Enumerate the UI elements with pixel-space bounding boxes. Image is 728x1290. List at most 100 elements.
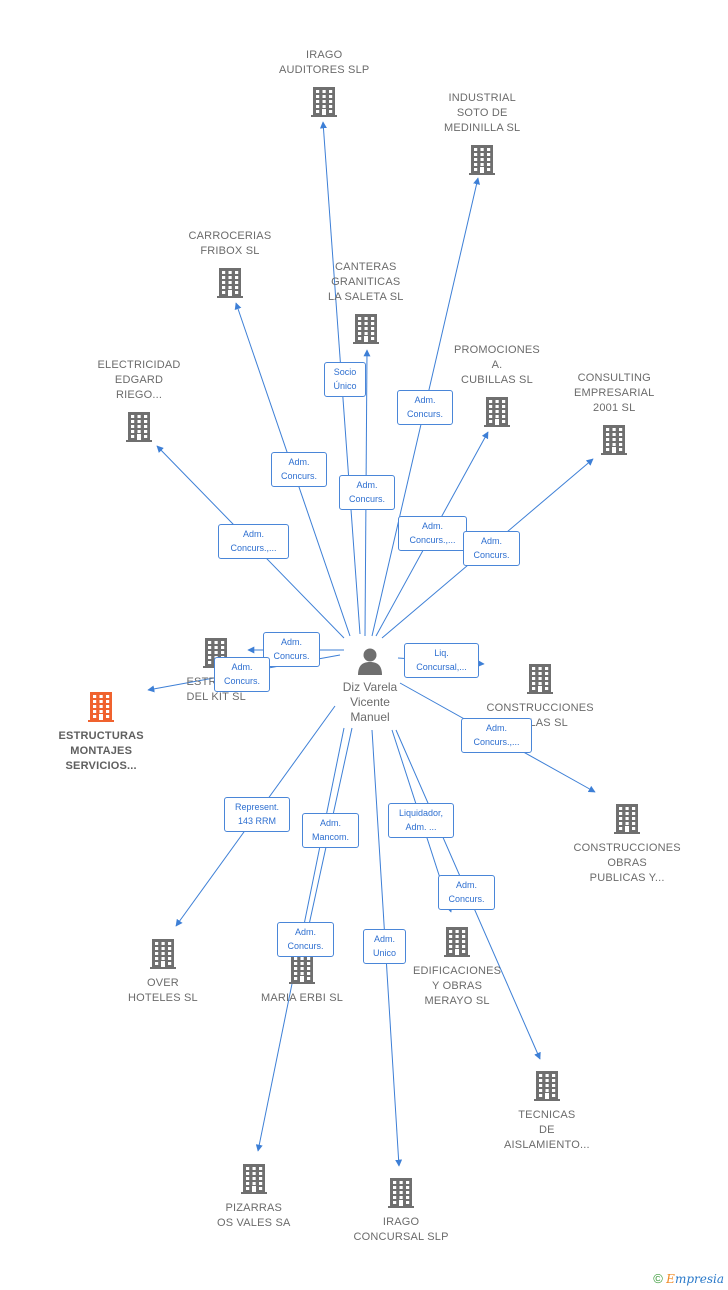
relation-text: Adm.: [242, 529, 264, 539]
company-name-line: EDGARD: [114, 374, 164, 386]
relation-label-maria-erbi[interactable]: Adm.Mancom.: [302, 813, 359, 848]
relation-label-over-hoteles[interactable]: Represent.143 RRM: [224, 797, 290, 832]
empresia-logo[interactable]: Empresia: [666, 1272, 724, 1286]
building-icon: [149, 939, 176, 969]
relation-text: Adm.: [288, 457, 310, 467]
company-node-promociones[interactable]: PROMOCIONES A. CUBILLAS SL: [454, 343, 540, 432]
building-icon-wrap: [59, 688, 144, 727]
relation-text: Adm.: [480, 536, 502, 546]
relation-label-promociones[interactable]: Adm.Concurs.,...: [398, 516, 467, 551]
company-name-line: CONCURSAL SLP: [353, 1231, 449, 1243]
company-name: OVER HOTELES SL: [128, 976, 198, 1006]
company-name-line: DEL KIT SL: [186, 691, 246, 703]
building-icon-wrap: [574, 421, 654, 460]
company-name: PROMOCIONES A. CUBILLAS SL: [454, 343, 540, 388]
company-name-line: DE: [539, 1124, 555, 1136]
company-name-line: CONSULTING: [577, 372, 651, 384]
building-icon: [88, 692, 115, 722]
relation-label-estructuras[interactable]: Adm. Concurs.: [214, 657, 270, 692]
relation-label-electricidad[interactable]: Adm.Concurs.,...: [218, 524, 289, 559]
relation-text: Represent.: [234, 802, 280, 812]
relation-label-irago-concursal[interactable]: Adm.Unico: [363, 929, 406, 964]
relation-text: Concurs.: [473, 550, 510, 560]
company-name-line: LA SALETA SL: [328, 291, 404, 303]
company-name-line: MONTAJES: [70, 745, 133, 757]
relation-text: Adm.: [231, 662, 253, 672]
relation-text: Concurs.: [223, 676, 260, 686]
relation-label-edificaciones[interactable]: Liquidador,Adm. ...: [388, 803, 454, 838]
company-name-line: CUBILLAS SL: [461, 374, 533, 386]
company-name-line: A.: [491, 359, 503, 371]
building-icon: [289, 954, 316, 984]
company-name-line: SERVICIOS...: [65, 760, 137, 772]
building-icon-wrap: [98, 408, 181, 447]
relation-label-irago-auditores[interactable]: Adm. Concurs.: [339, 475, 395, 510]
person-name: Diz Varela Vicente Manuel: [330, 680, 410, 725]
relation-text: Adm.: [356, 480, 378, 490]
building-icon-wrap: [574, 800, 681, 839]
building-icon: [483, 397, 510, 427]
company-name-line: PROMOCIONES: [454, 344, 540, 356]
relation-text: Concurs.: [280, 471, 317, 481]
building-icon: [444, 927, 471, 957]
relation-label-const-cubillas[interactable]: Liq.Concursal,...: [404, 643, 479, 678]
center-person-node[interactable]: Diz Varela Vicente Manuel: [330, 646, 410, 725]
relation-label-carrocerias[interactable]: Adm. Concurs.: [271, 452, 327, 487]
relation-text: Concurs.: [348, 494, 385, 504]
relation-text: Adm. ...: [405, 822, 437, 832]
relation-text: Adm.: [455, 880, 477, 890]
company-node-maria-erbi[interactable]: MARIA ERBI SL: [261, 950, 343, 1006]
relation-text: Único: [333, 381, 357, 391]
company-name-line: MEDINILLA SL: [444, 122, 521, 134]
building-icon-wrap: [328, 310, 404, 349]
person-name-line: Diz Varela: [342, 680, 398, 694]
building-icon-wrap: [189, 264, 272, 303]
building-icon: [240, 1164, 267, 1194]
company-name-line: ELECTRICIDAD: [97, 359, 181, 371]
company-node-tecnicas[interactable]: TECNICAS DE AISLAMIENTO...: [504, 1067, 590, 1153]
building-icon-wrap: [413, 923, 501, 962]
company-node-estructuras[interactable]: ESTRUCTURAS MONTAJES SERVICIOS...: [59, 688, 144, 774]
relation-label-industrial-soto[interactable]: Adm.Concurs.: [397, 390, 453, 425]
company-name-line: OVER: [146, 977, 179, 989]
building-icon: [601, 425, 628, 455]
footer-brand: © Empresia: [653, 1271, 724, 1286]
company-name-line: INDUSTRIAL: [448, 92, 516, 104]
relation-text: Adm.: [373, 934, 395, 944]
company-name-line: MARIA ERBI SL: [261, 992, 344, 1004]
company-name-line: TECNICAS: [518, 1109, 576, 1121]
company-name-line: AISLAMIENTO...: [504, 1139, 590, 1151]
company-name-line: ESTRUCTURAS: [58, 730, 144, 742]
relation-label-estr-kit[interactable]: Adm.Concurs.: [263, 632, 320, 667]
company-node-over-hoteles[interactable]: OVER HOTELES SL: [128, 935, 198, 1006]
logo-rest: mpresia: [674, 1272, 724, 1286]
relation-label-consulting[interactable]: Adm. Concurs.: [463, 531, 520, 566]
relation-label-pizarras[interactable]: Adm.Concurs.: [277, 922, 334, 957]
company-name-line: HOTELES SL: [128, 992, 198, 1004]
company-name-line: MERAYO SL: [424, 995, 490, 1007]
relation-text: Liq.: [434, 648, 449, 658]
relation-label-const-obras[interactable]: Adm.Concurs.,...: [461, 718, 532, 753]
building-icon-wrap: [279, 83, 369, 122]
company-name-line: AUDITORES SLP: [279, 64, 370, 76]
relation-label-tecnicas[interactable]: Adm.Concurs.: [438, 875, 495, 910]
